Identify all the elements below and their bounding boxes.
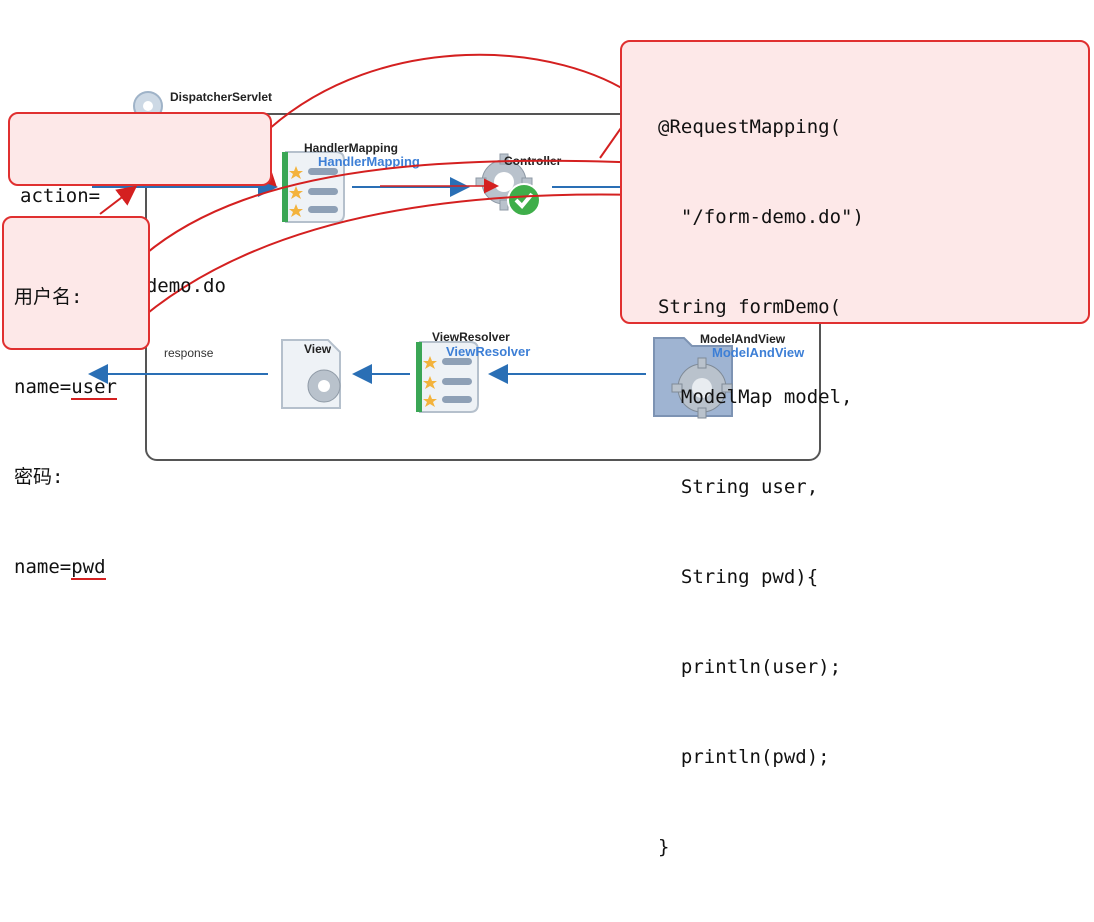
password-label: 密码: bbox=[14, 466, 64, 488]
code-block: @RequestMapping( "/form-demo.do") String… bbox=[658, 52, 864, 922]
action-callout: action= /test/form-demo.do bbox=[8, 112, 272, 297]
code-callout: @RequestMapping( "/form-demo.do") String… bbox=[620, 40, 1090, 858]
username-label: 用户名: bbox=[14, 286, 83, 308]
model-and-view-folder-icon bbox=[653, 337, 733, 419]
code-line: String formDemo( bbox=[658, 296, 842, 318]
action-to-mapping-link bbox=[267, 53, 644, 131]
password-name-value: pwd bbox=[71, 556, 106, 580]
view-label: View bbox=[304, 342, 332, 356]
handler-mapping-label: HandlerMapping bbox=[304, 141, 399, 155]
code-line: println(pwd); bbox=[658, 746, 830, 768]
gear-icon bbox=[133, 91, 163, 116]
model-and-view-label: ModelAndView bbox=[700, 332, 786, 346]
code-line: "/form-demo.do") bbox=[658, 206, 864, 228]
password-name-prefix: name= bbox=[14, 556, 72, 578]
view-resolver-icon bbox=[416, 341, 479, 413]
password-field-line: name=pwd bbox=[14, 552, 117, 582]
code-line: } bbox=[658, 836, 670, 858]
username-name-value: user bbox=[71, 376, 117, 400]
view-resolver-sublabel: ViewResolver bbox=[446, 344, 531, 359]
username-name-prefix: name= bbox=[14, 376, 72, 398]
code-line: @RequestMapping( bbox=[658, 116, 842, 138]
dispatcher-servlet-label: DispatcherServlet bbox=[170, 90, 273, 104]
code-line: ModelMap model, bbox=[658, 386, 853, 408]
model-and-view-sublabel: ModelAndView bbox=[712, 345, 805, 360]
username-field-line: name=user bbox=[14, 372, 117, 402]
form-to-action-link bbox=[99, 185, 138, 215]
code-line: println(user); bbox=[658, 656, 842, 678]
code-line: String user, bbox=[658, 476, 819, 498]
response-label: response bbox=[164, 346, 214, 360]
view-icon bbox=[281, 339, 341, 409]
code-line: String pwd){ bbox=[658, 566, 819, 588]
handler-mapping-sublabel: HandlerMapping bbox=[318, 154, 420, 169]
action-line-1: action= bbox=[20, 185, 101, 207]
form-callout: 用户名: name=user 密码: name=pwd bbox=[2, 216, 150, 580]
view-resolver-label: ViewResolver bbox=[432, 330, 510, 344]
